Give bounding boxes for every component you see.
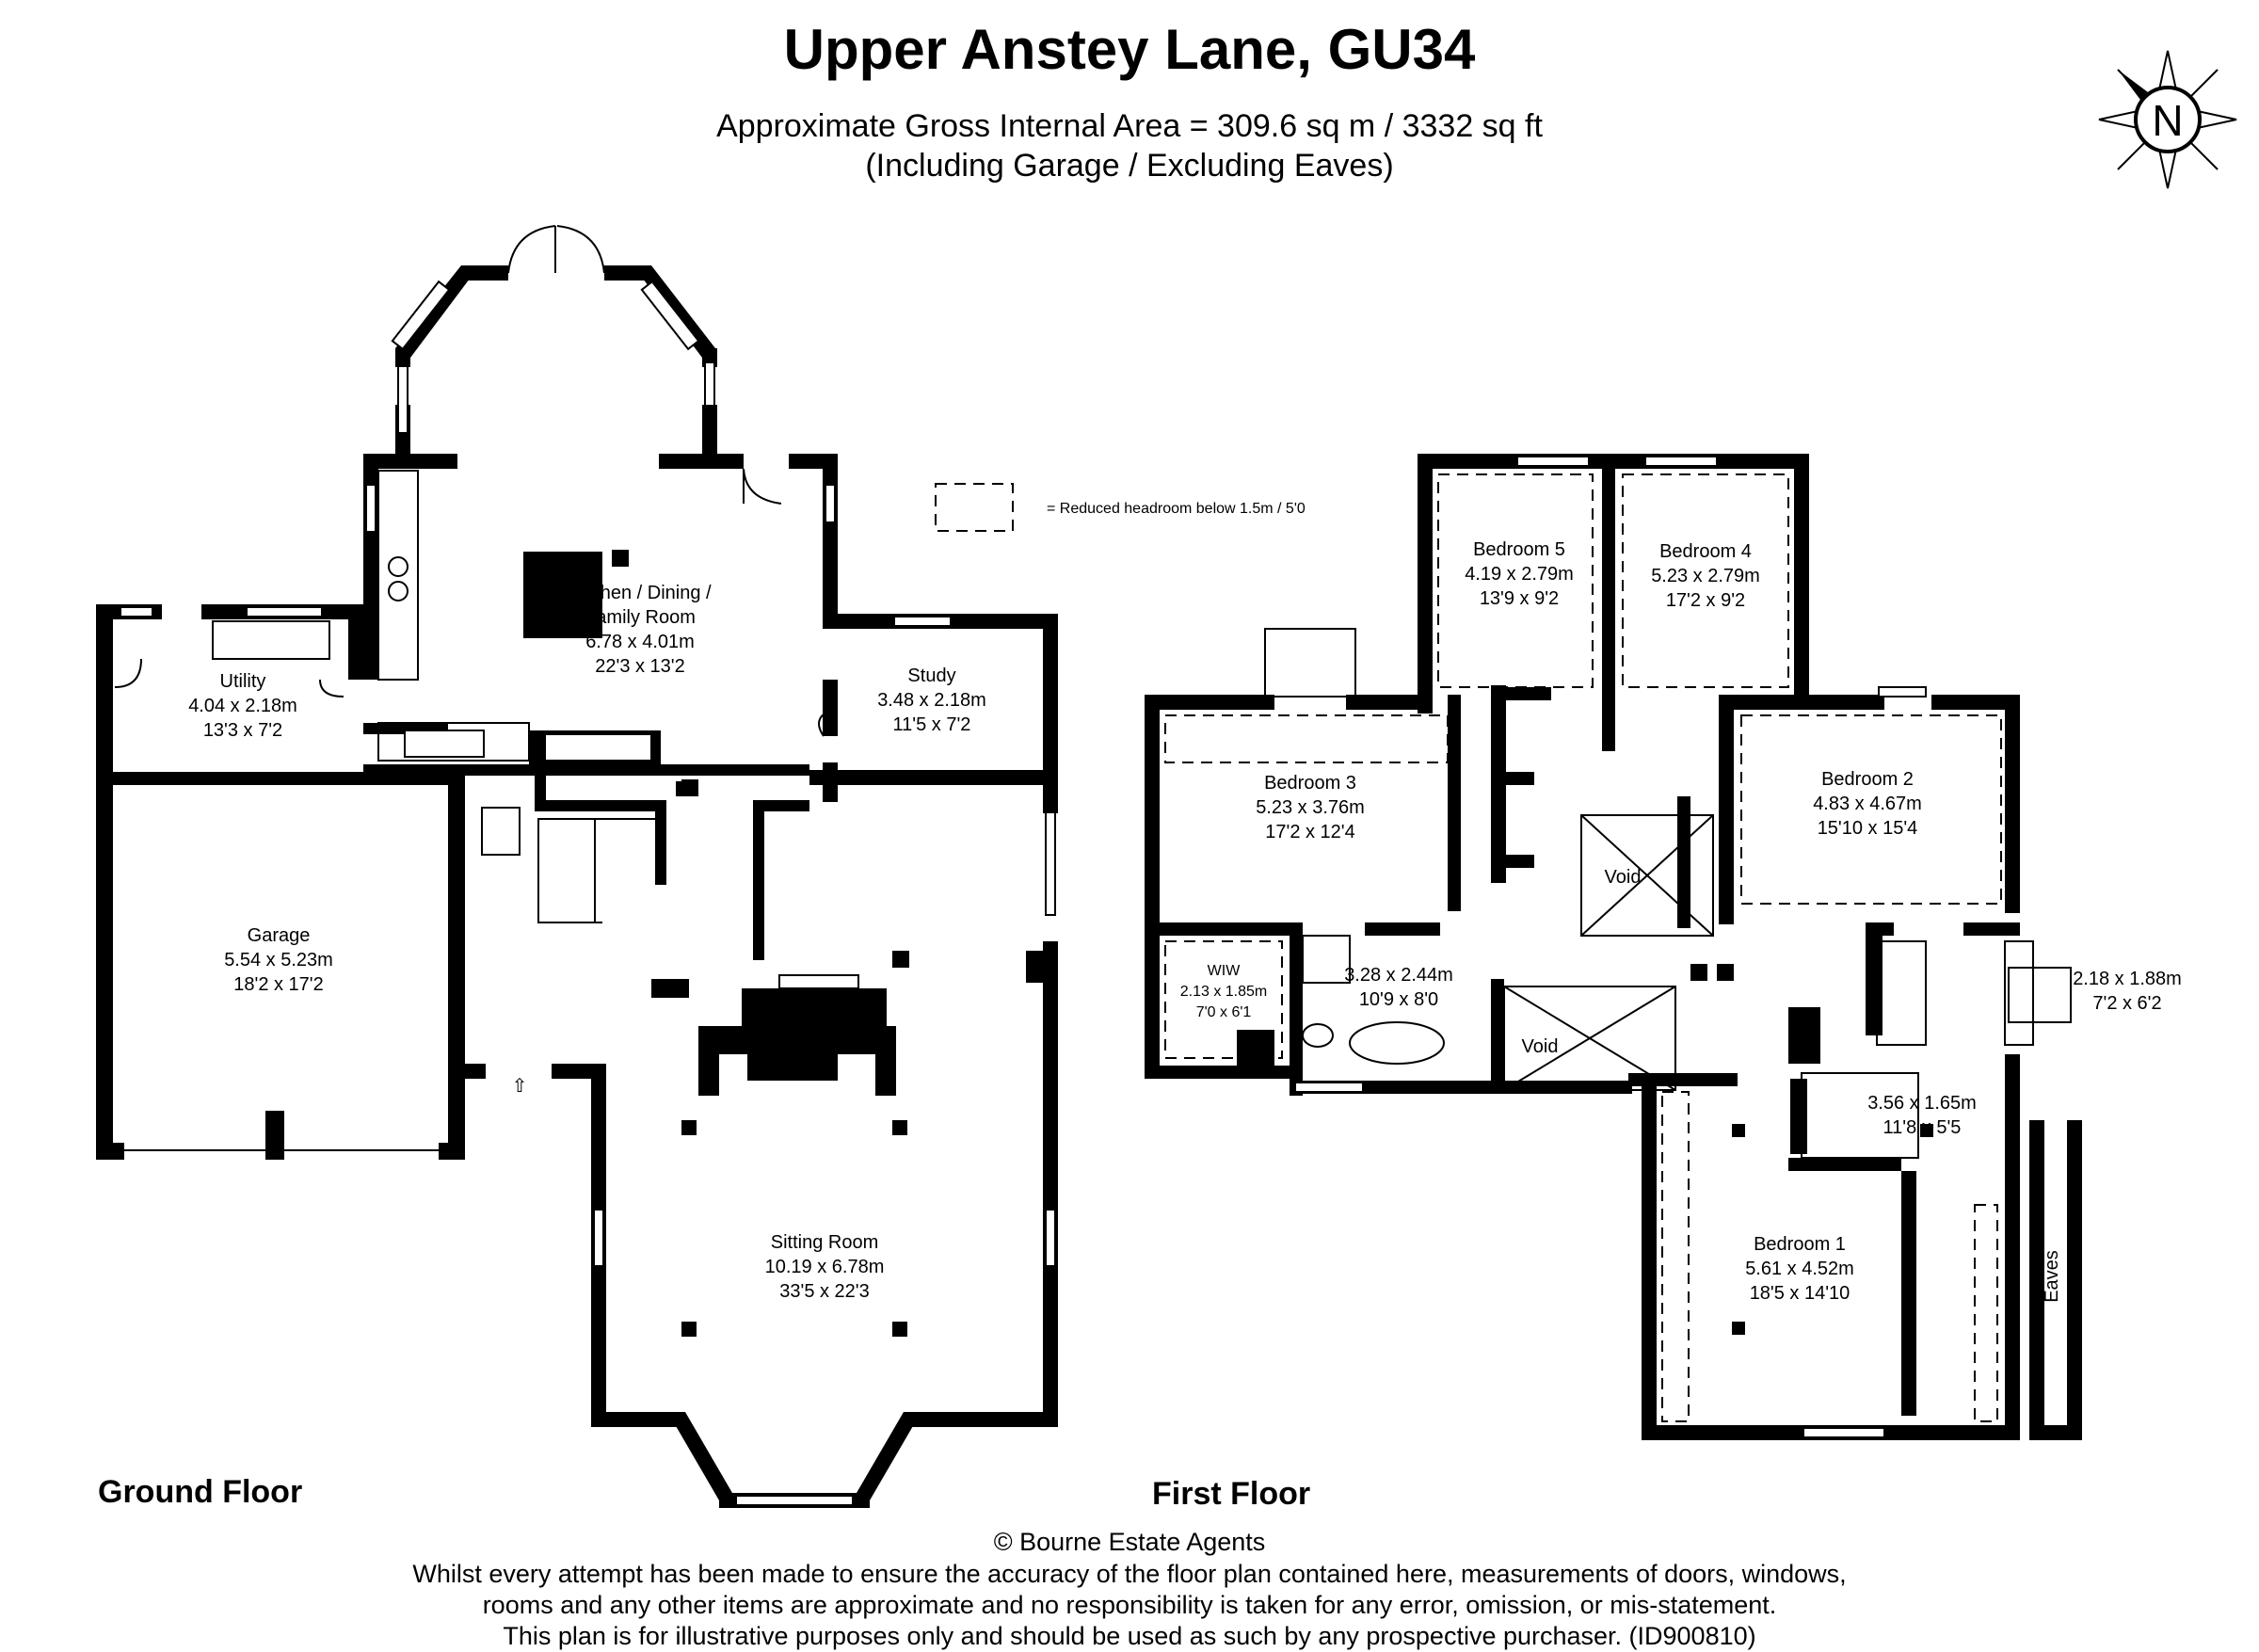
void-label: Void bbox=[1605, 867, 1642, 888]
ground-floor-label: Ground Floor bbox=[98, 1474, 303, 1510]
room-metric: 5.23 x 2.79m bbox=[1651, 566, 1760, 586]
room-imperial: 17'2 x 9'2 bbox=[1666, 590, 1745, 611]
room-bedroom-2: Bedroom 2 4.83 x 4.67m 15'10 x 15'4 bbox=[1813, 769, 1922, 839]
room-imperial: 7'0 x 6'1 bbox=[1196, 1004, 1252, 1020]
room-imperial: 18'5 x 14'10 bbox=[1750, 1283, 1850, 1304]
room-imperial: 11'5 x 7'2 bbox=[893, 714, 971, 735]
room-imperial: 15'10 x 15'4 bbox=[1818, 818, 1918, 839]
headroom-legend-text: = Reduced headroom below 1.5m / 5'0 bbox=[1047, 501, 1306, 517]
room-metric: 5.61 x 4.52m bbox=[1745, 1259, 1854, 1279]
room-name: Kitchen / Dining / bbox=[569, 583, 712, 603]
room-imperial: 10'9 x 8'0 bbox=[1359, 989, 1438, 1010]
room-name: Study bbox=[907, 666, 955, 686]
room-imperial: 18'2 x 17'2 bbox=[233, 974, 324, 995]
disclaimer-line-1: Whilst every attempt has been made to en… bbox=[412, 1560, 1847, 1588]
plan-title: Upper Anstey Lane, GU34 bbox=[783, 18, 1476, 81]
room-metric: 6.78 x 4.01m bbox=[585, 632, 695, 652]
room-garage: Garage 5.54 x 5.23m 18'2 x 17'2 bbox=[224, 925, 333, 995]
room-metric: 3.56 x 1.65m bbox=[1867, 1093, 1977, 1114]
room-wiw: WIW 2.13 x 1.85m 7'0 x 6'1 bbox=[1180, 963, 1268, 1020]
room-study: Study 3.48 x 2.18m 11'5 x 7'2 bbox=[877, 666, 986, 735]
room-name: Bedroom 4 bbox=[1659, 541, 1752, 562]
room-metric: 5.54 x 5.23m bbox=[224, 950, 333, 970]
room-metric: 3.28 x 2.44m bbox=[1344, 965, 1453, 986]
headroom-legend-swatch bbox=[935, 483, 1014, 532]
room-imperial: 22'3 x 13'2 bbox=[595, 656, 685, 677]
room-bathroom: 3.28 x 2.44m 10'9 x 8'0 bbox=[1344, 965, 1453, 1010]
compass-letter: N bbox=[2152, 96, 2183, 145]
room-name: WIW bbox=[1208, 963, 1242, 979]
room-name: Bedroom 2 bbox=[1821, 769, 1914, 790]
room-metric: 2.18 x 1.88m bbox=[2073, 969, 2182, 989]
room-sitting-room: Sitting Room 10.19 x 6.78m 33'5 x 22'3 bbox=[765, 1232, 885, 1302]
room-metric: 4.83 x 4.67m bbox=[1813, 794, 1922, 814]
room-metric: 4.19 x 2.79m bbox=[1465, 564, 1574, 585]
room-imperial: 13'9 x 9'2 bbox=[1480, 588, 1559, 609]
room-name: Bedroom 5 bbox=[1473, 539, 1565, 560]
room-ensuite-2: 2.18 x 1.88m 7'2 x 6'2 bbox=[2073, 969, 2182, 1014]
room-imperial: 33'5 x 22'3 bbox=[779, 1281, 870, 1302]
room-name: Bedroom 1 bbox=[1754, 1234, 1846, 1255]
room-bedroom-3: Bedroom 3 5.23 x 3.76m 17'2 x 12'4 bbox=[1256, 773, 1365, 842]
room-name: Sitting Room bbox=[771, 1232, 879, 1253]
disclaimer-line-2: rooms and any other items are approximat… bbox=[482, 1591, 1777, 1619]
room-kitchen: Kitchen / Dining / Family Room 6.78 x 4.… bbox=[569, 583, 712, 677]
room-bedroom-4: Bedroom 4 5.23 x 2.79m 17'2 x 9'2 bbox=[1651, 541, 1760, 611]
room-bedroom-5: Bedroom 5 4.19 x 2.79m 13'9 x 9'2 bbox=[1465, 539, 1574, 609]
room-metric: 2.13 x 1.85m bbox=[1180, 984, 1268, 1000]
room-imperial: 7'2 x 6'2 bbox=[2092, 993, 2161, 1014]
room-metric: 3.48 x 2.18m bbox=[877, 690, 986, 711]
room-ensuite-1: 3.56 x 1.65m 11'8 x 5'5 bbox=[1867, 1093, 1977, 1138]
room-metric: 5.23 x 3.76m bbox=[1256, 797, 1365, 818]
room-name: Bedroom 3 bbox=[1264, 773, 1356, 794]
room-imperial: 13'3 x 7'2 bbox=[203, 720, 282, 741]
area-note-line: (Including Garage / Excluding Eaves) bbox=[865, 148, 1394, 184]
ground-floor-walls: ⇧ bbox=[96, 225, 1058, 1508]
room-name-2: Family Room bbox=[585, 607, 696, 628]
void-label: Void bbox=[1522, 1036, 1559, 1057]
gross-area-line: Approximate Gross Internal Area = 309.6 … bbox=[716, 108, 1543, 144]
room-bedroom-1: Bedroom 1 5.61 x 4.52m 18'5 x 14'10 bbox=[1745, 1234, 1854, 1304]
copyright-line: © Bourne Estate Agents bbox=[993, 1528, 1266, 1556]
eaves-label: Eaves bbox=[2042, 1250, 2062, 1303]
first-floor-label: First Floor bbox=[1152, 1476, 1311, 1512]
disclaimer-line-3: This plan is for illustrative purposes o… bbox=[503, 1622, 1756, 1650]
room-imperial: 11'8 x 5'5 bbox=[1883, 1117, 1962, 1138]
room-name: Utility bbox=[220, 671, 266, 692]
first-floor-walls bbox=[1145, 454, 2082, 1440]
room-name: Garage bbox=[248, 925, 311, 946]
room-metric: 4.04 x 2.18m bbox=[188, 696, 297, 716]
room-imperial: 17'2 x 12'4 bbox=[1265, 822, 1355, 842]
compass-icon: N bbox=[2098, 50, 2237, 189]
svg-text:⇧: ⇧ bbox=[512, 1076, 528, 1097]
room-metric: 10.19 x 6.78m bbox=[765, 1257, 885, 1277]
room-utility: Utility 4.04 x 2.18m 13'3 x 7'2 bbox=[188, 671, 297, 741]
